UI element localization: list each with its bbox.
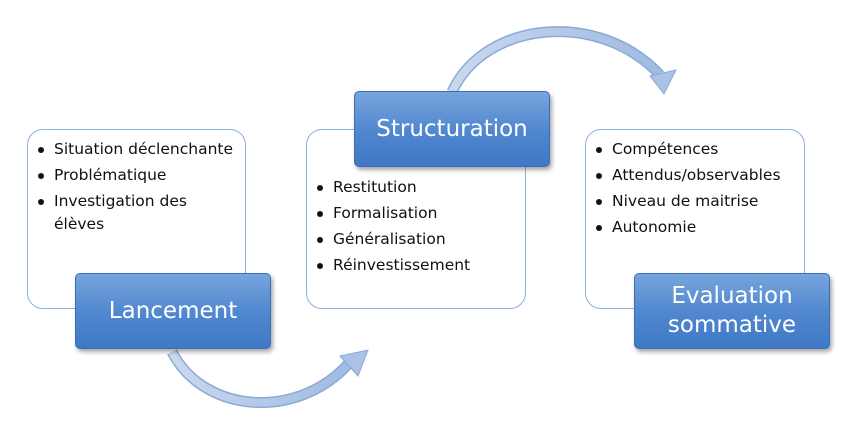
list-item: Investigation des élèves: [34, 190, 234, 236]
list-item: Réinvestissement: [313, 254, 525, 277]
curved-arrow-structuration-to-evaluation: [447, 26, 677, 95]
evaluation-card: Compétences Attendus/observables Niveau …: [585, 129, 805, 309]
evaluation-title: Evaluation sommative: [667, 283, 797, 338]
list-item: Restitution: [313, 176, 525, 199]
list-item: Compétences: [592, 138, 804, 161]
list-item: Situation déclenchante: [34, 138, 234, 161]
evaluation-list: Compétences Attendus/observables Niveau …: [592, 138, 804, 239]
list-item: Formalisation: [313, 202, 525, 225]
structuration-title: Structuration: [376, 115, 528, 142]
list-item: Problématique: [34, 164, 234, 187]
lancement-label-box: Lancement: [75, 273, 271, 349]
list-item: Niveau de maitrise: [592, 190, 804, 213]
structuration-label-box: Structuration: [354, 91, 550, 167]
lancement-list: Situation déclenchante Problématique Inv…: [34, 138, 234, 236]
list-item: Attendus/observables: [592, 164, 804, 187]
evaluation-label-box: Evaluation sommative: [634, 273, 830, 349]
curved-arrow-lancement-to-structuration: [167, 349, 369, 408]
list-item: Généralisation: [313, 228, 525, 251]
structuration-list: Restitution Formalisation Généralisation…: [313, 176, 525, 277]
list-item: Autonomie: [592, 216, 804, 239]
lancement-title: Lancement: [108, 297, 238, 324]
